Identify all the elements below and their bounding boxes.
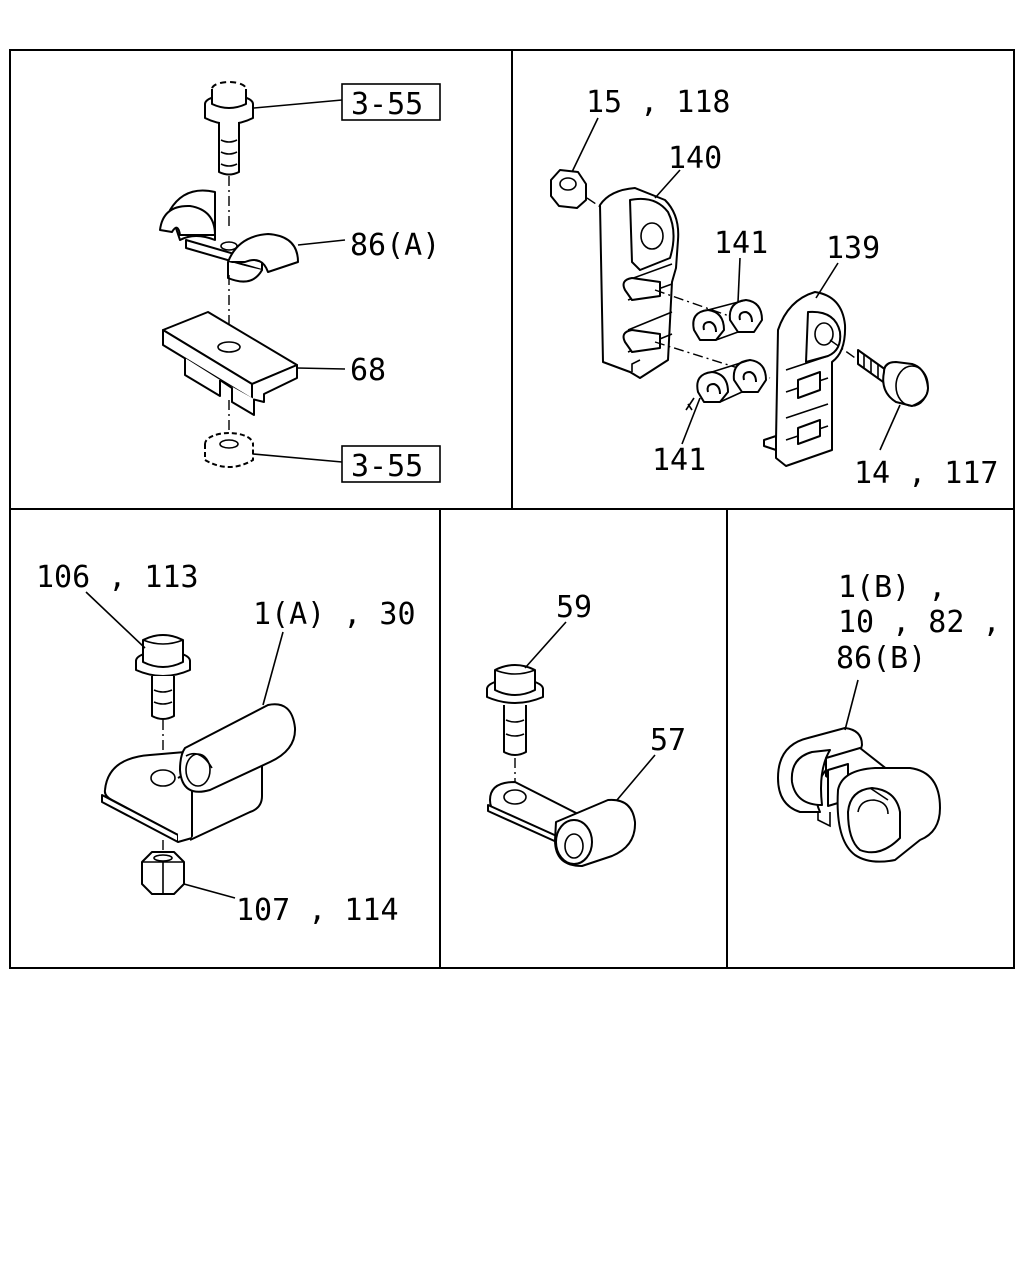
p-clamp-57-drawing — [487, 781, 637, 867]
clip-1b-label-line1: 1(B) , — [838, 570, 946, 605]
panel-5-double-clip: 1(B) , 10 , 82 , 86(B) — [777, 570, 1001, 863]
panel-4-small-clamp-assembly: 59 57 — [486, 590, 686, 867]
clip-141-upper-drawing — [692, 299, 763, 341]
clamp-140-label: 140 — [668, 141, 722, 176]
ref-box-bottom — [341, 445, 441, 483]
clip-141-lower-drawing — [685, 359, 767, 411]
bracket-plate-drawing — [162, 311, 298, 416]
clip-141-lower-label: 141 — [652, 443, 706, 478]
flange-bolt-139-drawing — [857, 349, 929, 407]
flange-bolt-106-drawing — [135, 634, 191, 720]
bolt-59-label: 59 — [556, 590, 592, 625]
bolt-label: 14 , 117 — [854, 456, 999, 491]
collar-nut-drawing — [204, 432, 254, 468]
panel-2-double-clamp-assembly: 15 , 118 140 141 139 141 14 , 117 — [550, 85, 999, 491]
hex-nut-drawing — [550, 169, 587, 209]
ref-label-top: 3-55 — [351, 87, 423, 122]
clip-141-upper-label: 141 — [714, 226, 768, 261]
nut-label: 15 , 118 — [586, 85, 731, 120]
clamp-half-139-drawing — [763, 291, 847, 467]
bolt-106-label: 106 , 113 — [36, 560, 199, 595]
clamp-1a-label: 1(A) , 30 — [253, 597, 416, 632]
clip-1b-label-line2: 10 , 82 , — [838, 605, 1001, 640]
flange-bolt-drawing — [204, 81, 254, 176]
hex-nut-107-drawing — [141, 851, 185, 895]
saddle-clip-drawing — [159, 189, 299, 283]
clip-label: 86(A) — [350, 228, 440, 263]
clamp-57-label: 57 — [650, 723, 686, 758]
clamp-half-140-drawing — [599, 187, 680, 379]
ref-box-top — [341, 83, 441, 121]
clamp-139-label: 139 — [826, 231, 880, 266]
double-clip-1b-drawing — [777, 727, 941, 863]
clip-1b-label-line3: 86(B) — [836, 641, 926, 676]
p-clamp-1a-drawing — [101, 703, 297, 843]
bracket-label: 68 — [350, 353, 386, 388]
ref-label-bottom: 3-55 — [351, 449, 423, 484]
nut-107-label: 107 , 114 — [236, 893, 399, 928]
panel-1-pipe-clip-assembly: 3-55 86(A) 68 3-55 — [159, 81, 441, 484]
panel-3-p-clamp-assembly: 106 , 113 1(A) , 30 107 , 114 — [36, 560, 416, 928]
flange-bolt-59-drawing — [486, 664, 544, 756]
diagram-frame — [9, 49, 1015, 969]
